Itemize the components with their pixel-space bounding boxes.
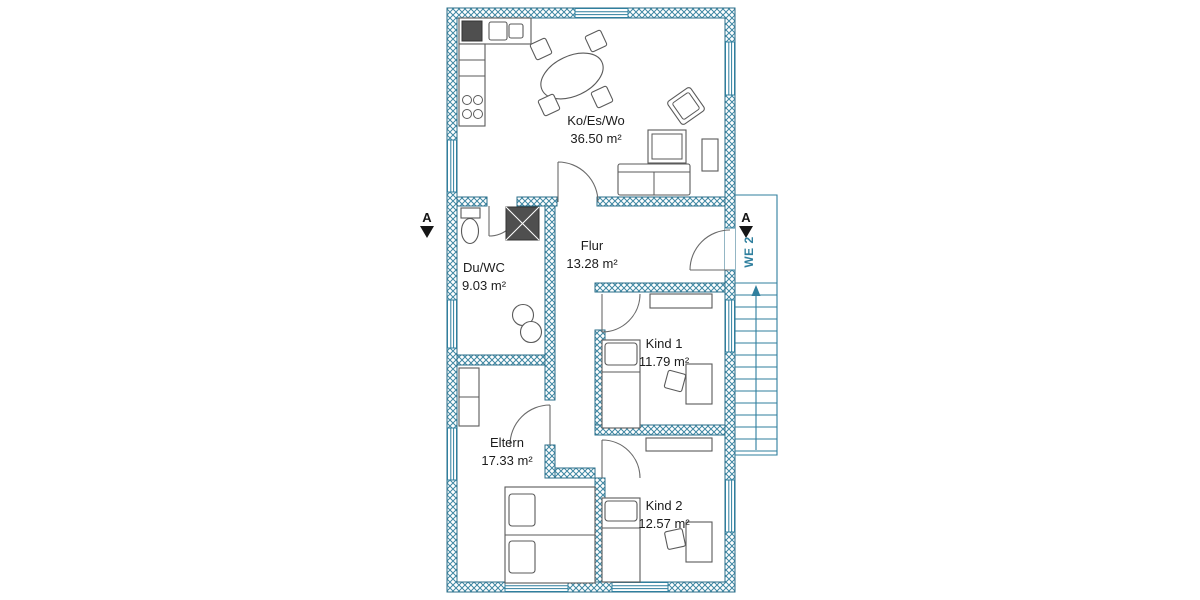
section-marker-left-label: A [422,210,432,225]
section-marker-left: A [420,210,434,238]
kitchen-counter [458,17,532,127]
room-label-koeswo-name: Ko/Es/Wo [567,113,625,128]
sink-bowl-icon [488,21,508,41]
outer-walls [446,7,736,593]
window-right-kind1 [725,299,735,353]
dining-chair [529,37,553,61]
eltern-door [509,404,551,446]
stair-outline [735,194,778,456]
desk [685,521,713,563]
sink-bowl-icon [508,23,524,39]
dining-chair [537,93,561,117]
room-label-kind1-area: 11.79 m² [639,354,690,369]
room-label-flur-name: Flur [581,238,604,253]
room-label-flur-area: 13.28 m² [566,256,618,271]
single-bed [601,339,641,429]
single-bed [601,497,641,583]
room-label-eltern-name: Eltern [490,435,524,450]
unit-label-we2: WE 2 [742,236,756,267]
room-label-duwc-name: Du/WC [463,260,505,275]
kind1-furniture [601,293,713,429]
section-marker-right: A [739,210,753,238]
window-left-living [447,139,457,193]
living-room-door [557,161,599,203]
section-arrow-icon [420,226,434,238]
window-right-kind2 [725,479,735,533]
dining-set [529,29,614,117]
pillow [604,342,638,366]
bathroom-fixtures [460,206,543,344]
section-marker-right-label: A [741,210,751,225]
room-label-duwc-area: 9.03 m² [462,278,507,293]
staircase [735,194,778,456]
dining-chair [590,85,614,109]
wall-shelf [701,138,719,172]
pillow [508,493,536,527]
cooktop-icon [462,95,483,119]
lounge-area [617,87,719,196]
pillow [508,540,536,574]
eltern-furniture [458,367,596,584]
double-bed [504,486,596,584]
toilet-icon [460,207,481,245]
kind2-furniture [601,437,713,583]
armchair [667,87,705,125]
pillow [604,500,638,522]
shelf [649,293,713,309]
room-label-eltern-area: 17.33 m² [481,453,533,468]
kind2-door [601,439,641,479]
shower-icon [505,206,540,241]
wardrobe [458,367,480,427]
dining-table [540,52,604,100]
coffee-table [647,129,687,164]
desk-chair [664,528,686,550]
room-label-kind1-name: Kind 1 [646,336,683,351]
window-left-eltern [447,427,457,481]
interior-walls [456,196,726,583]
room-label-kind2-area: 12.57 m² [638,516,690,531]
dining-chair [584,29,608,53]
room-label-koeswo-area: 36.50 m² [570,131,622,146]
windows [447,8,735,592]
room-label-kind2-name: Kind 2 [646,498,683,513]
desk-chair [663,369,687,393]
stair-up-arrow-icon [751,285,761,296]
room-labels: Ko/Es/Wo 36.50 m² Du/WC 9.03 m² Flur 13.… [462,113,690,531]
desk [685,363,713,405]
kind1-door [601,293,641,333]
shelf [645,437,713,452]
window-right-living [725,41,735,96]
window-bottom-kind2 [611,582,669,592]
washbasin-icon [511,303,543,344]
coffee-table-inner [651,133,683,160]
window-left-duwc [447,299,457,349]
sofa [617,163,691,196]
kitchen-sink-unit [461,20,483,42]
entrance-door [689,227,735,271]
window-top-living [574,8,629,18]
section-arrow-icon [739,226,753,238]
